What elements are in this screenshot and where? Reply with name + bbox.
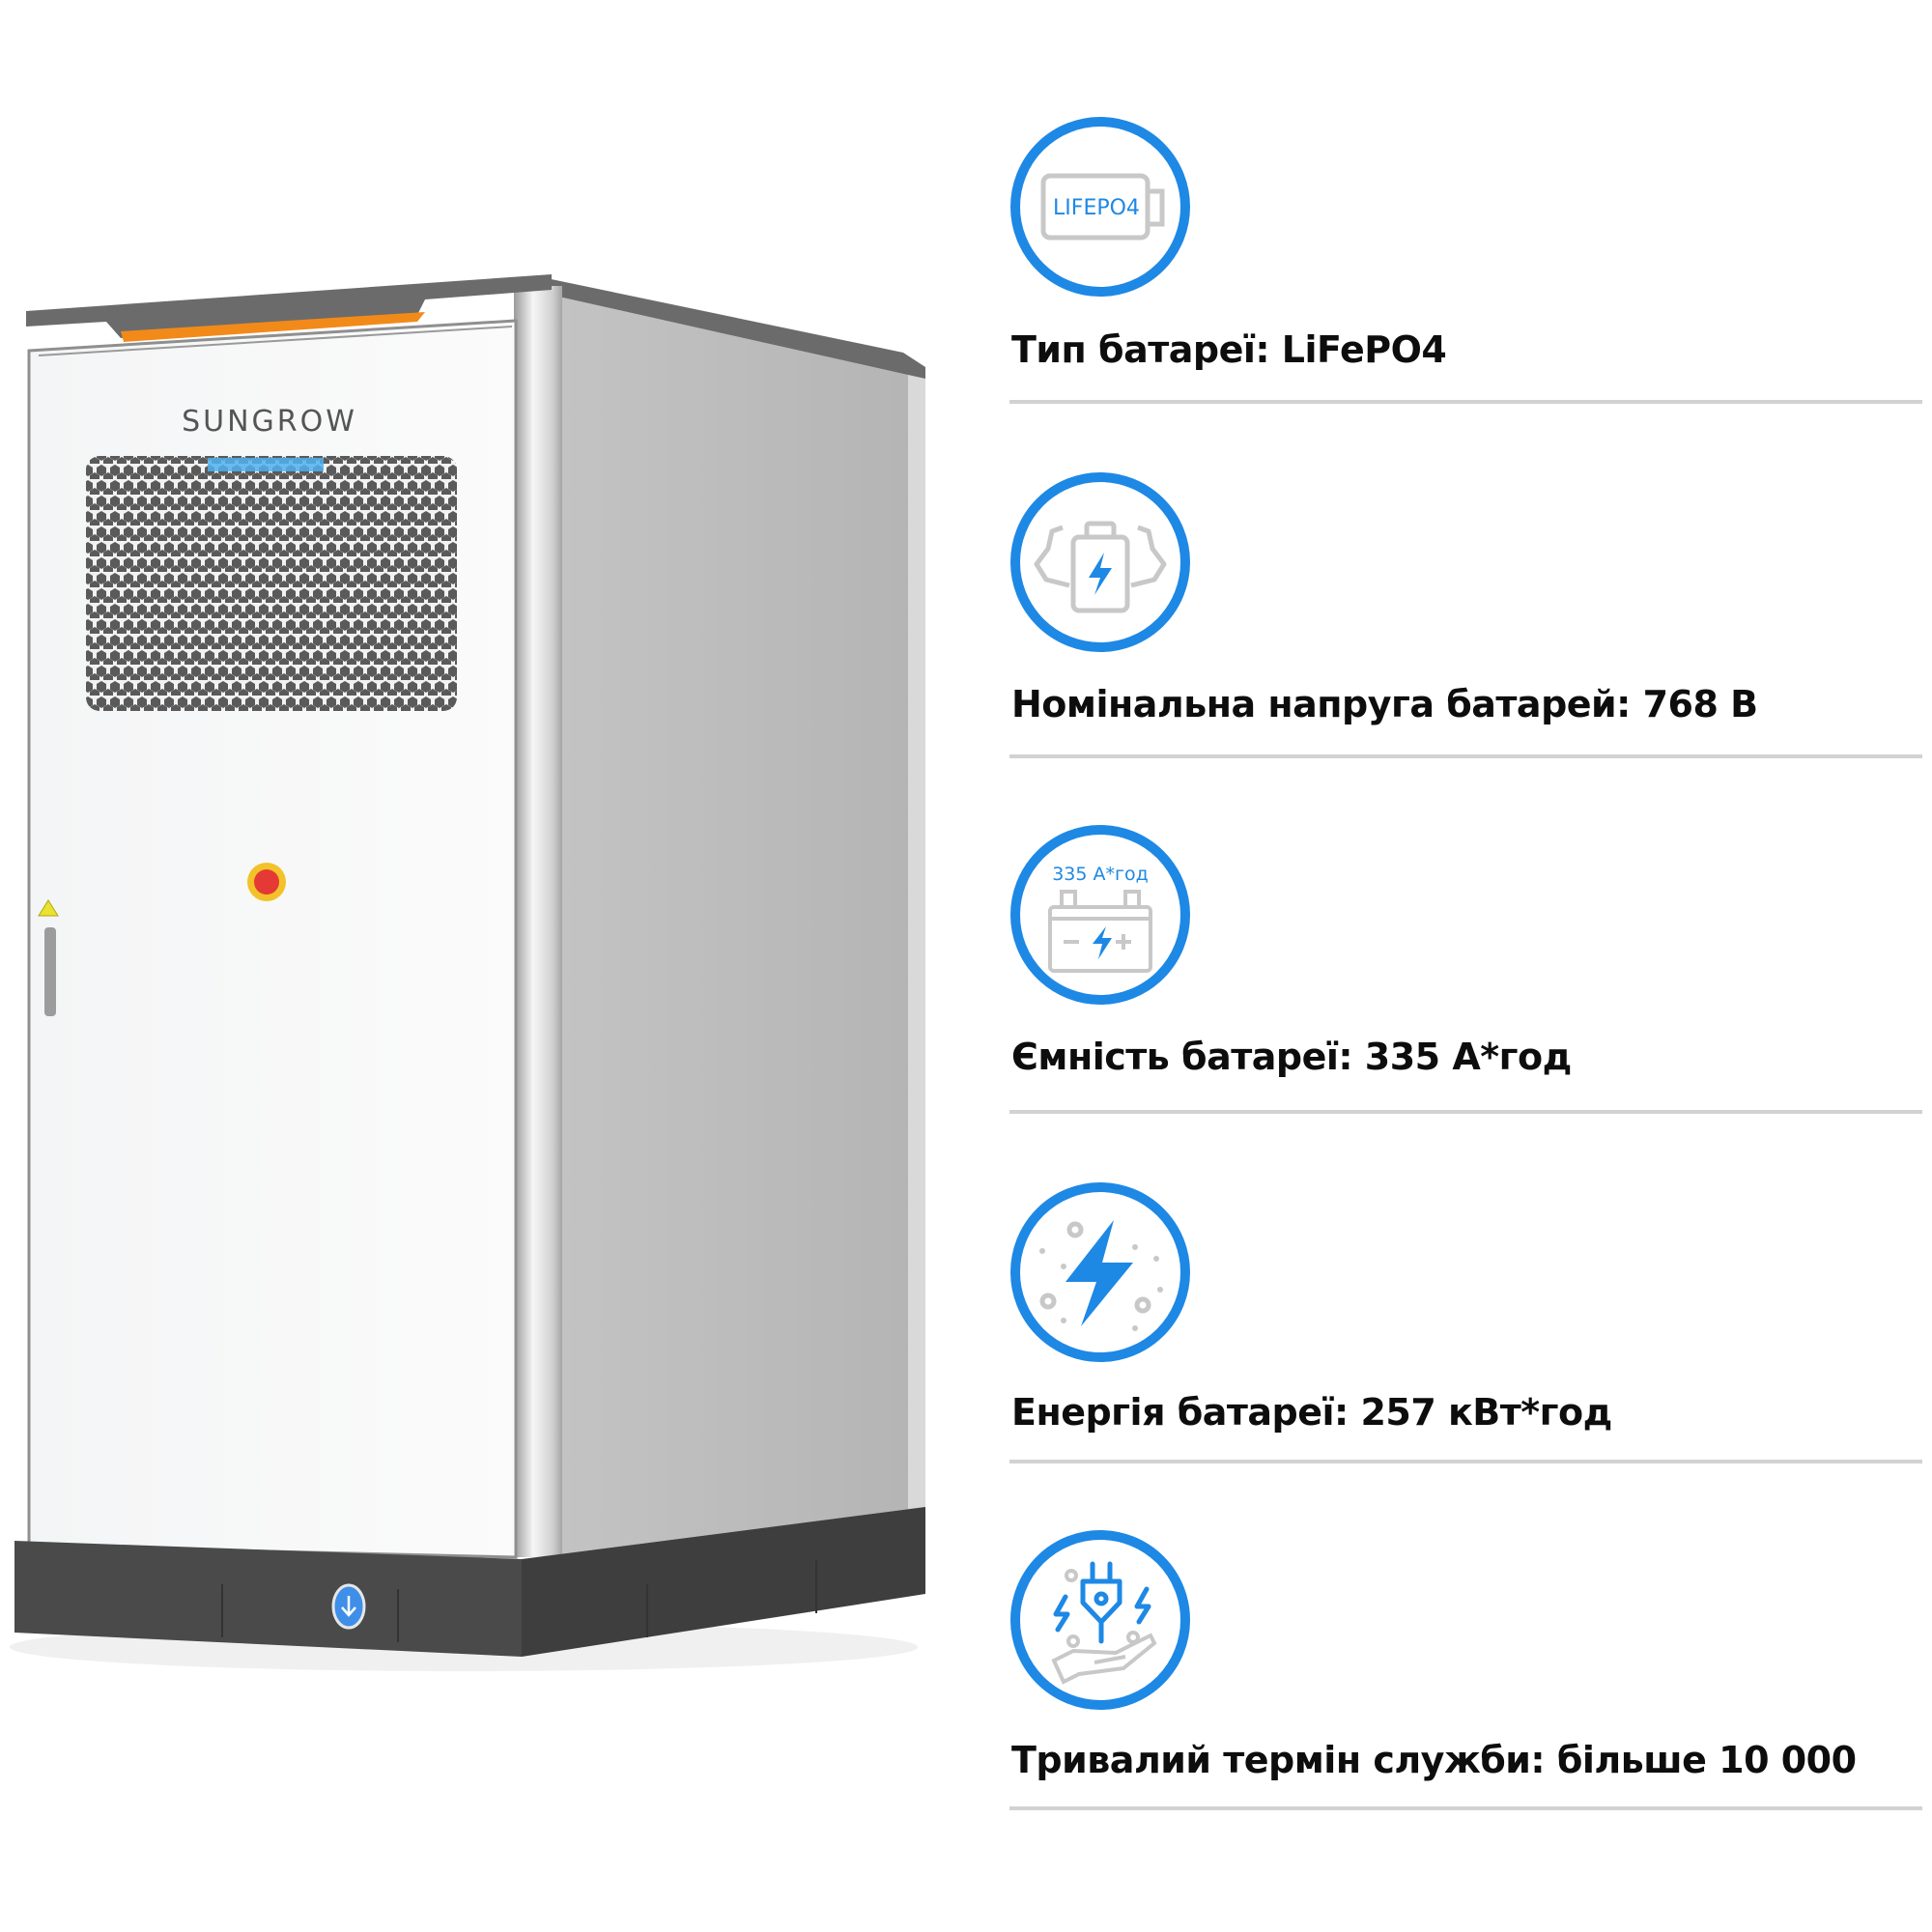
divider [1009,1460,1922,1463]
divider [1009,1110,1922,1114]
svg-text:LIFEPO4: LIFEPO4 [1053,196,1140,220]
spec-label-capacity: Ємність батареї: 335 А*год [1011,1036,1572,1078]
spec-label-energy: Енергія батареї: 257 кВт*год [1011,1391,1612,1434]
divider [1009,754,1922,758]
car-battery-capacity-icon: 335 А*год [1009,824,1191,1006]
divider [1009,400,1922,404]
plug-hand-lifetime-icon [1009,1529,1191,1711]
product-image-battery-cabinet: SUNGROW [0,251,966,1681]
divider [1009,1806,1922,1810]
svg-text:335 А*год: 335 А*год [1052,864,1149,885]
spec-label-service-life: Тривалий термін служби: більше 10 000 [1011,1739,1857,1781]
sungrow-logo: SUNGROW [182,405,357,439]
strong-battery-icon [1009,471,1191,653]
lightning-energy-icon [1009,1181,1191,1363]
lifepo4-battery-icon: LIFEPO4 [1009,116,1191,298]
spec-label-battery-type: Тип батареї: LiFePO4 [1011,328,1447,371]
spec-label-nominal-voltage: Номінальна напруга батарей: 768 В [1011,683,1758,725]
